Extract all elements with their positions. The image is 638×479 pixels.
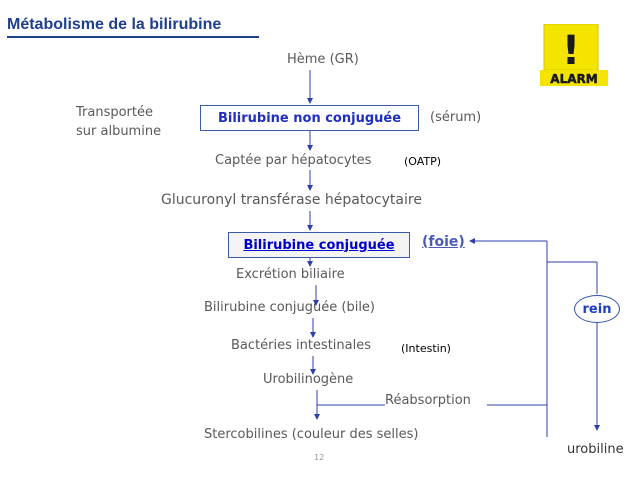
alarm-icon: ! ALARM: [540, 23, 608, 88]
page-number: 12: [314, 453, 325, 462]
bilirubine-non-conjuguee-label: Bilirubine non conjuguée: [217, 110, 402, 126]
bilirubine-conjuguee-box: Bilirubine conjuguée: [228, 232, 410, 258]
bacteries-label: Bactéries intestinales: [231, 338, 372, 353]
captee-label: Captée par hépatocytes: [215, 153, 372, 168]
stercobilines-label: Stercobilines (couleur des selles): [204, 427, 419, 442]
rein-oval: rein: [574, 295, 620, 323]
alarm-exclamation: !: [562, 28, 580, 74]
transport-label-line1: Transportée: [76, 105, 153, 120]
bilirubine-non-conjuguee-box: Bilirubine non conjuguée: [200, 105, 419, 131]
urobilinogene-label: Urobilinogène: [263, 372, 354, 387]
urobiline-label: urobiline: [567, 442, 624, 457]
bilirubine-conjuguee-label: Bilirubine conjuguée: [243, 237, 395, 253]
oatp-label: (OATP): [404, 155, 442, 168]
alarm-text: ALARM: [550, 72, 597, 86]
heme-label: Hème (GR): [287, 52, 359, 67]
foie-label: (foie): [422, 234, 465, 250]
title-underline: [7, 36, 259, 38]
bilirubine-bile-label: Bilirubine conjuguée (bile): [204, 300, 375, 315]
rein-label: rein: [582, 301, 612, 317]
reabsorption-label: Réabsorption: [385, 393, 471, 408]
page-title: Métabolisme de la bilirubine: [7, 16, 222, 33]
intestin-label: (Intestin): [401, 342, 451, 355]
serum-label: (sérum): [430, 110, 482, 125]
transport-label-line2: sur albumine: [76, 124, 162, 139]
glucuronyl-label: Glucuronyl transférase hépatocytaire: [161, 192, 422, 208]
excretion-label: Excrétion biliaire: [236, 267, 345, 282]
